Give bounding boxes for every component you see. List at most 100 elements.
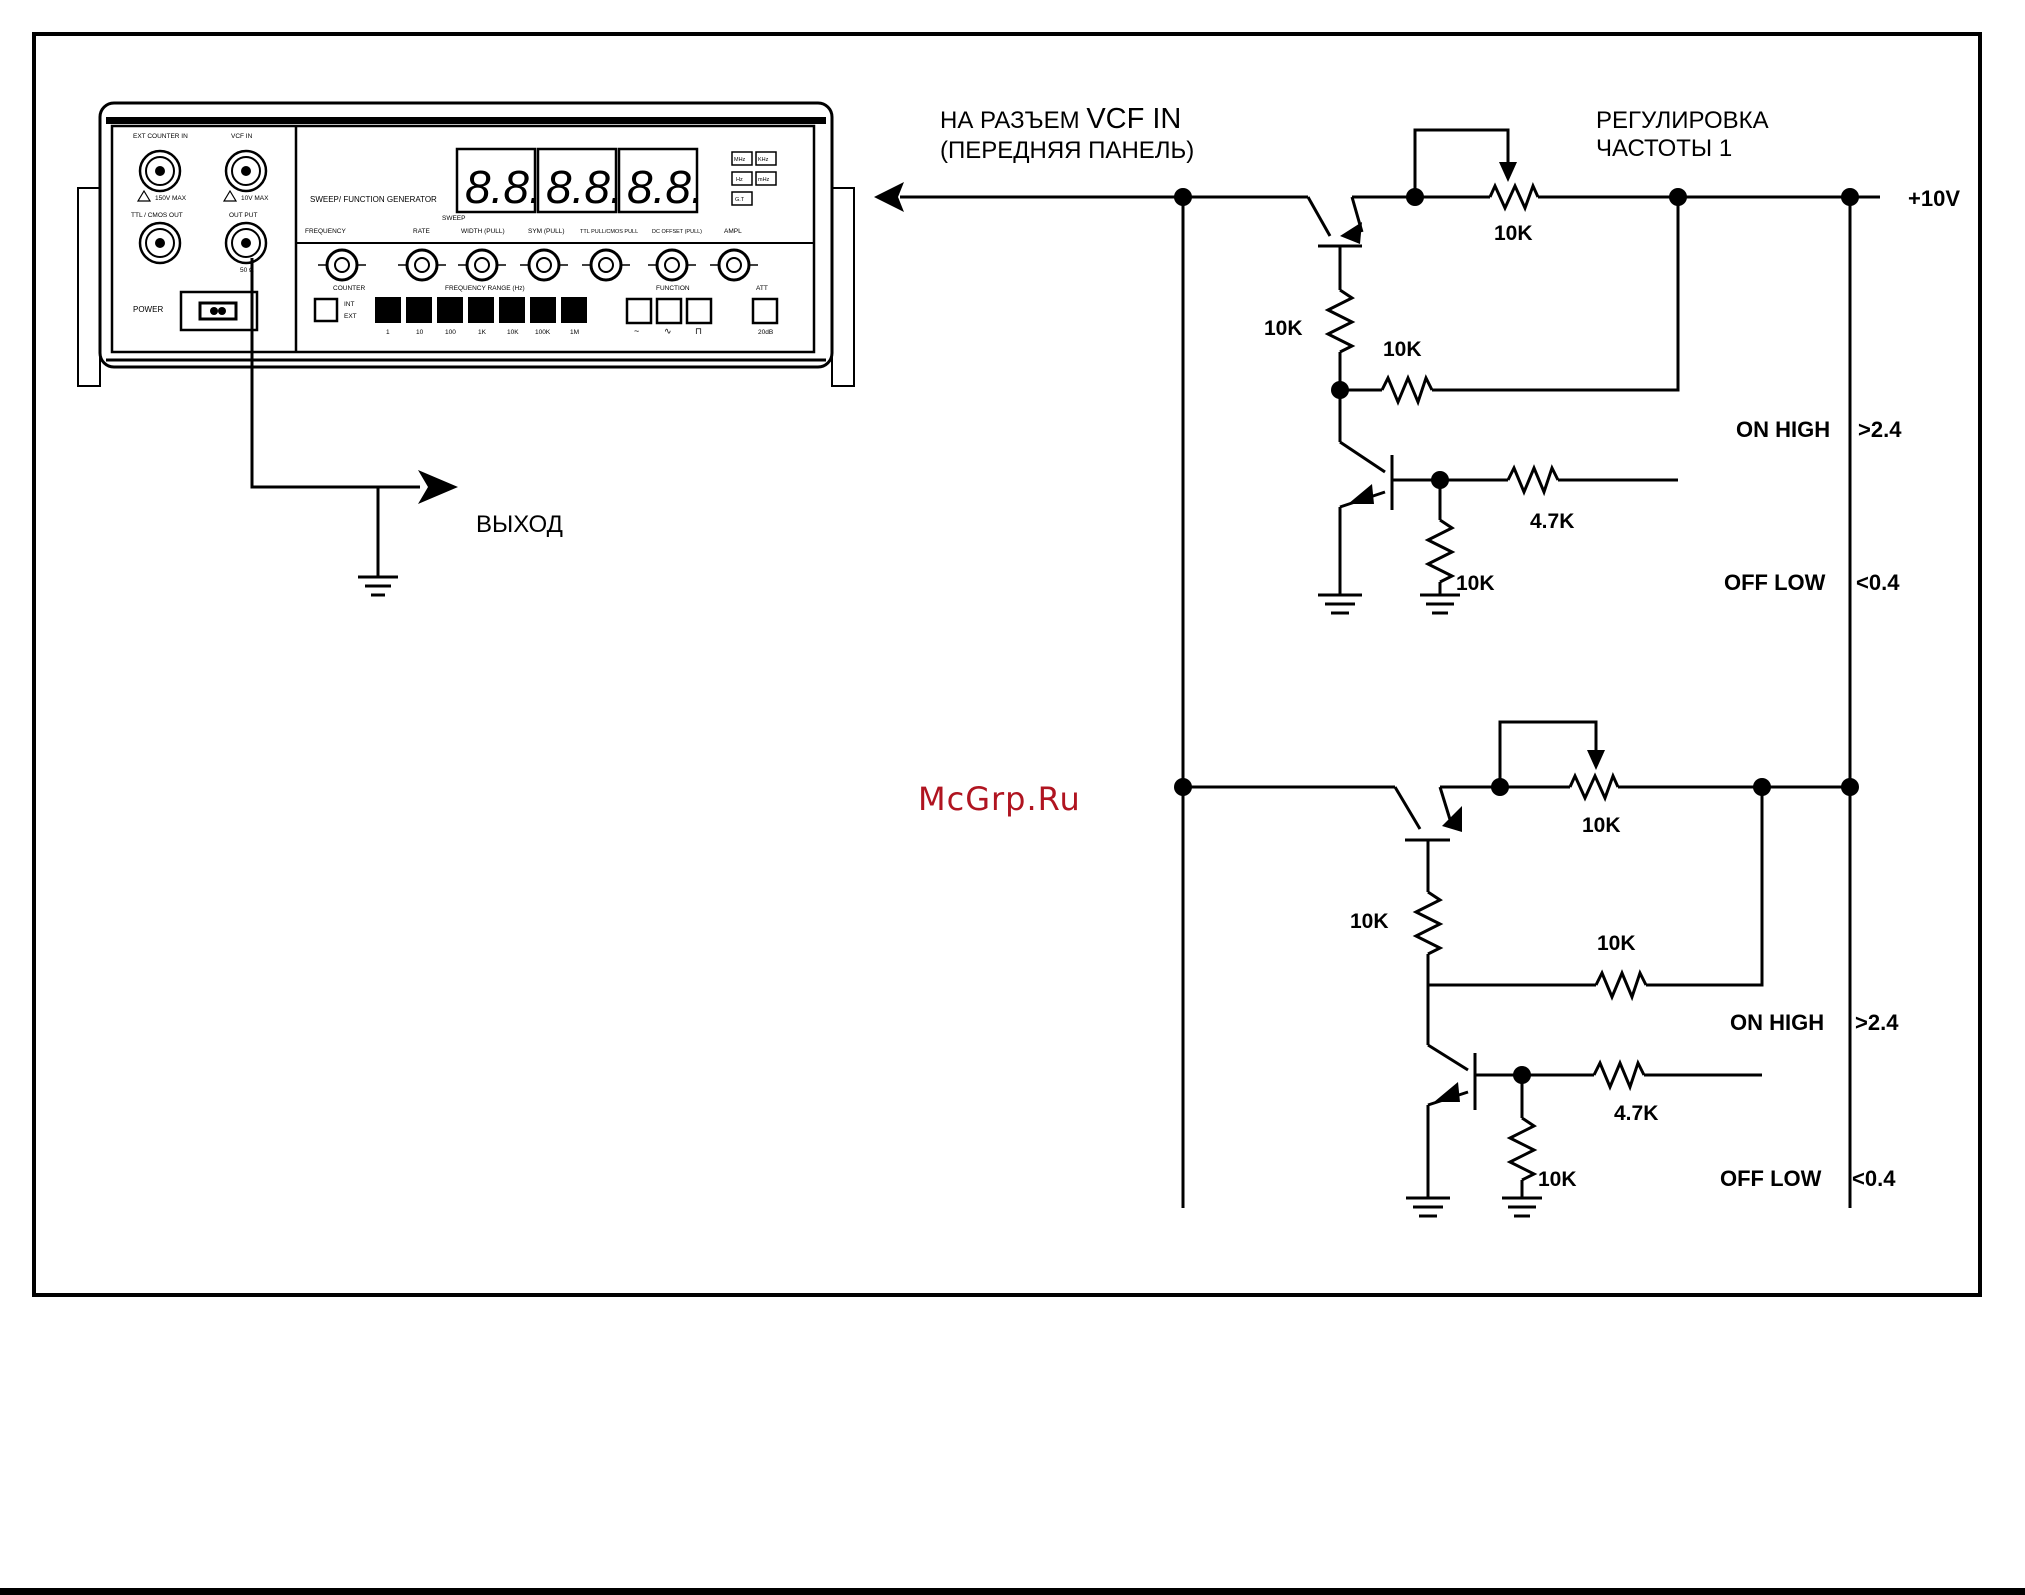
watermark: McGrp.Ru [918, 780, 1081, 818]
knob-label-sym: SYM (PULL) [528, 228, 564, 235]
range-value-1k: 1K [478, 329, 487, 336]
resistor-emitter-upper [1324, 288, 1356, 354]
function-button-square[interactable] [685, 297, 713, 325]
triangle-wave-icon: ∿ [664, 326, 672, 336]
npn-transistor-lower [1427, 1043, 1469, 1072]
jack-note-output: 50 Ω [240, 267, 254, 274]
power-switch[interactable] [179, 290, 259, 332]
range-button-100[interactable] [437, 297, 463, 323]
jack-label-ttl-cmos-out: TTL / CMOS OUT [131, 212, 183, 219]
function-button-triangle[interactable] [655, 297, 683, 325]
bnc-jack-output[interactable] [224, 221, 268, 265]
jack-note-vcf: 10V MAX [241, 195, 269, 202]
vcf-in-arrow-icon [874, 182, 904, 212]
function-generator-device: EXT COUNTER IN VCF IN TTL / CMOS OUT OUT… [77, 101, 855, 387]
knob-ampl[interactable] [710, 248, 758, 282]
bnc-jack-vcf-in[interactable] [224, 149, 268, 193]
display-digit-pair-2: 8.8. [546, 161, 623, 213]
range-value-100k: 100K [535, 329, 551, 336]
resistor-emitter-lower [1412, 890, 1444, 956]
knob-dc-offset[interactable] [648, 248, 696, 282]
lower-on-value: >2.4 [1855, 1010, 1899, 1035]
diagram-frame [32, 32, 1982, 1297]
sine-wave-icon: ~ [634, 326, 639, 336]
counter-option-ext: EXT [344, 313, 357, 320]
indicator-mhz-low: mHz [758, 177, 770, 183]
knob-rate[interactable] [398, 248, 446, 282]
indicator-mhz: MHz [734, 157, 746, 163]
frequency-range-label: FREQUENCY RANGE (Hz) [445, 285, 525, 292]
indicator-gate-time: G.T [735, 197, 745, 203]
jack-label-output: OUT PUT [229, 212, 257, 219]
range-button-100k[interactable] [530, 297, 556, 323]
upper-on-value: >2.4 [1858, 417, 1902, 442]
upper-base-ground-resistor-value: 10K [1456, 572, 1495, 595]
unit-indicators: MHz KHz Hz mHz G.T [731, 151, 777, 206]
knob-sym[interactable] [520, 248, 568, 282]
device-top-band [106, 117, 826, 124]
output-connection [250, 258, 458, 597]
pot-wiper-arrow-icon [1499, 162, 1517, 182]
potentiometer-upper [1488, 182, 1540, 212]
range-value-10: 10 [416, 329, 424, 336]
att-value: 20dB [758, 329, 773, 336]
power-label: POWER [133, 305, 163, 314]
range-value-1: 1 [386, 329, 390, 336]
upper-off-value: <0.4 [1856, 570, 1900, 595]
lower-feedback-resistor-value: 10K [1597, 932, 1636, 955]
function-label: FUNCTION [656, 285, 690, 292]
lower-emitter-resistor-value: 10K [1350, 910, 1389, 933]
sweep-label: SWEEP [442, 215, 465, 222]
display-digit-pair-1: 8.8. [465, 161, 542, 213]
lower-off-value: <0.4 [1852, 1166, 1896, 1191]
knob-label-ampl: AMPL [724, 228, 742, 235]
upper-pot-value: 10K [1494, 222, 1533, 245]
knob-width[interactable] [458, 248, 506, 282]
knob-label-dc-offset: DC OFFSET (PULL) [652, 229, 702, 235]
knob-label-ttl-cmos: TTL PULL/CMOS PULL [580, 229, 638, 235]
resistor-base-lower [1592, 1059, 1646, 1092]
pot-wiper-arrow-icon [1587, 750, 1605, 770]
jack-label-vcf-in: VCF IN [231, 133, 253, 140]
warning-triangle-icon [136, 189, 152, 202]
bnc-jack-ttl-cmos-out[interactable] [138, 221, 182, 265]
range-button-1k[interactable] [468, 297, 494, 323]
upper-stage [1174, 128, 1859, 615]
knob-label-rate: RATE [413, 228, 431, 235]
bnc-jack-ext-counter-in[interactable] [138, 149, 182, 193]
output-label: ВЫХОД [476, 511, 563, 538]
range-button-10[interactable] [406, 297, 432, 323]
upper-feedback-resistor-value: 10K [1383, 338, 1422, 361]
frequency-adjust-label-line1: РЕГУЛИРОВКА [1596, 107, 1769, 134]
knob-ttl-cmos[interactable] [582, 248, 630, 282]
lower-base-ground-resistor-value: 10K [1538, 1168, 1577, 1191]
display-digit-pair-3: 8.8. [627, 161, 704, 213]
range-button-1[interactable] [375, 297, 401, 323]
function-button-sine[interactable] [625, 297, 653, 325]
left-handle [77, 187, 101, 387]
att-button[interactable] [751, 297, 779, 325]
output-arrow-icon [418, 470, 458, 504]
pnp-transistor-lower [1393, 786, 1422, 830]
counter-button[interactable] [313, 297, 339, 323]
resistor-base-ground-lower [1506, 1116, 1538, 1182]
range-button-10k[interactable] [499, 297, 525, 323]
pnp-transistor-upper [1306, 196, 1332, 237]
potentiometer-lower [1568, 772, 1620, 802]
counter-label: COUNTER [333, 285, 365, 292]
supply-voltage-label: +10V [1908, 186, 1960, 211]
lower-off-label: OFF LOW [1720, 1166, 1822, 1191]
lower-base-resistor-value: 4.7K [1614, 1102, 1658, 1125]
counter-option-int: INT [344, 301, 355, 308]
square-wave-icon: ⊓ [695, 326, 702, 336]
att-label: ATT [756, 285, 768, 292]
seven-segment-display: 8.8. 8.8. 8.8. [455, 147, 704, 214]
resistor-feedback-upper [1380, 374, 1434, 407]
vcf-in-label-line1: НА РАЗЪЕМ VCF IN [940, 103, 1181, 135]
device-title: SWEEP/ FUNCTION GENERATOR [310, 195, 437, 204]
knob-frequency[interactable] [318, 248, 366, 282]
indicator-hz: Hz [736, 177, 743, 183]
range-button-1m[interactable] [561, 297, 587, 323]
resistor-feedback-lower [1594, 969, 1648, 1002]
